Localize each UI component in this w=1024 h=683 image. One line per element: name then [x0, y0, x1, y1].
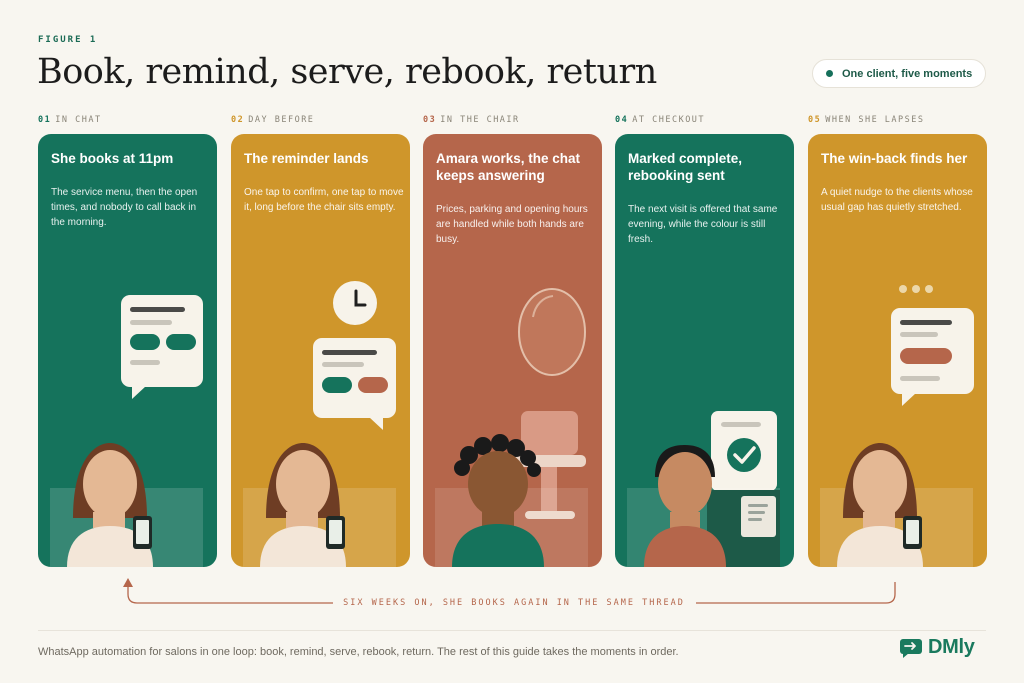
footer-caption: WhatsApp automation for salons in one lo… [38, 646, 679, 658]
client-curly-hair-figure-icon [644, 445, 726, 567]
client-figure-icon [67, 443, 153, 567]
card-heading: Marked complete, rebooking sent [628, 151, 743, 183]
client-figure-icon [260, 443, 346, 567]
card-heading: The reminder lands [244, 151, 369, 166]
typing-dots-icon [899, 285, 933, 293]
bubble-tail [902, 393, 916, 406]
footer-divider [38, 630, 986, 631]
card-in-the-chair: Amara works, the chat keeps answering Pr… [423, 134, 602, 567]
mirror-icon [518, 288, 586, 376]
card-body: A quiet nudge to the clients whose usual… [821, 187, 973, 213]
card-day-before: The reminder lands One tap to confirm, o… [231, 134, 410, 567]
card-body: Prices, parking and opening hours are ha… [436, 204, 588, 245]
bubble-tail [369, 417, 383, 430]
completed-ticket-icon [711, 411, 777, 491]
card-heading: The win-back finds her [821, 151, 968, 166]
clock-icon [333, 281, 377, 325]
card-body: The service menu, then the open times, a… [51, 187, 198, 228]
card-at-checkout: Marked complete, rebooking sent The next… [615, 134, 794, 567]
brand-name: DMly [928, 636, 975, 658]
bubble-tail [132, 386, 146, 399]
figure-label: FIGURE 1 [38, 35, 98, 45]
chat-bubble-icon [121, 295, 203, 387]
loop-label: SIX WEEKS ON, SHE BOOKS AGAIN IN THE SAM… [343, 598, 685, 608]
reminder-bubble-icon [313, 338, 396, 418]
winback-bubble-icon [891, 308, 974, 394]
card-body: The next visit is offered that same even… [628, 204, 778, 245]
page-title: Book, remind, serve, rebook, return [37, 52, 657, 92]
badge-label: One client, five moments [842, 67, 973, 80]
client-figure-icon [837, 443, 923, 567]
card-heading: Amara works, the chat keeps answering [436, 151, 581, 183]
brand-logo: DMly [899, 636, 975, 659]
receipt-icon [741, 496, 776, 537]
card-body: One tap to confirm, one tap to move it, … [244, 187, 404, 213]
return-loop-arrow [123, 578, 896, 604]
chat-logo-icon [900, 638, 922, 658]
stylist-figure-icon [452, 434, 544, 567]
card-heading: She books at 11pm [51, 151, 174, 166]
card-in-chat: She books at 11pm The service menu, then… [38, 134, 217, 567]
card-when-she-lapses: The win-back finds her A quiet nudge to … [808, 134, 987, 567]
status-dot-icon [826, 70, 833, 77]
badge: One client, five moments [812, 59, 986, 88]
